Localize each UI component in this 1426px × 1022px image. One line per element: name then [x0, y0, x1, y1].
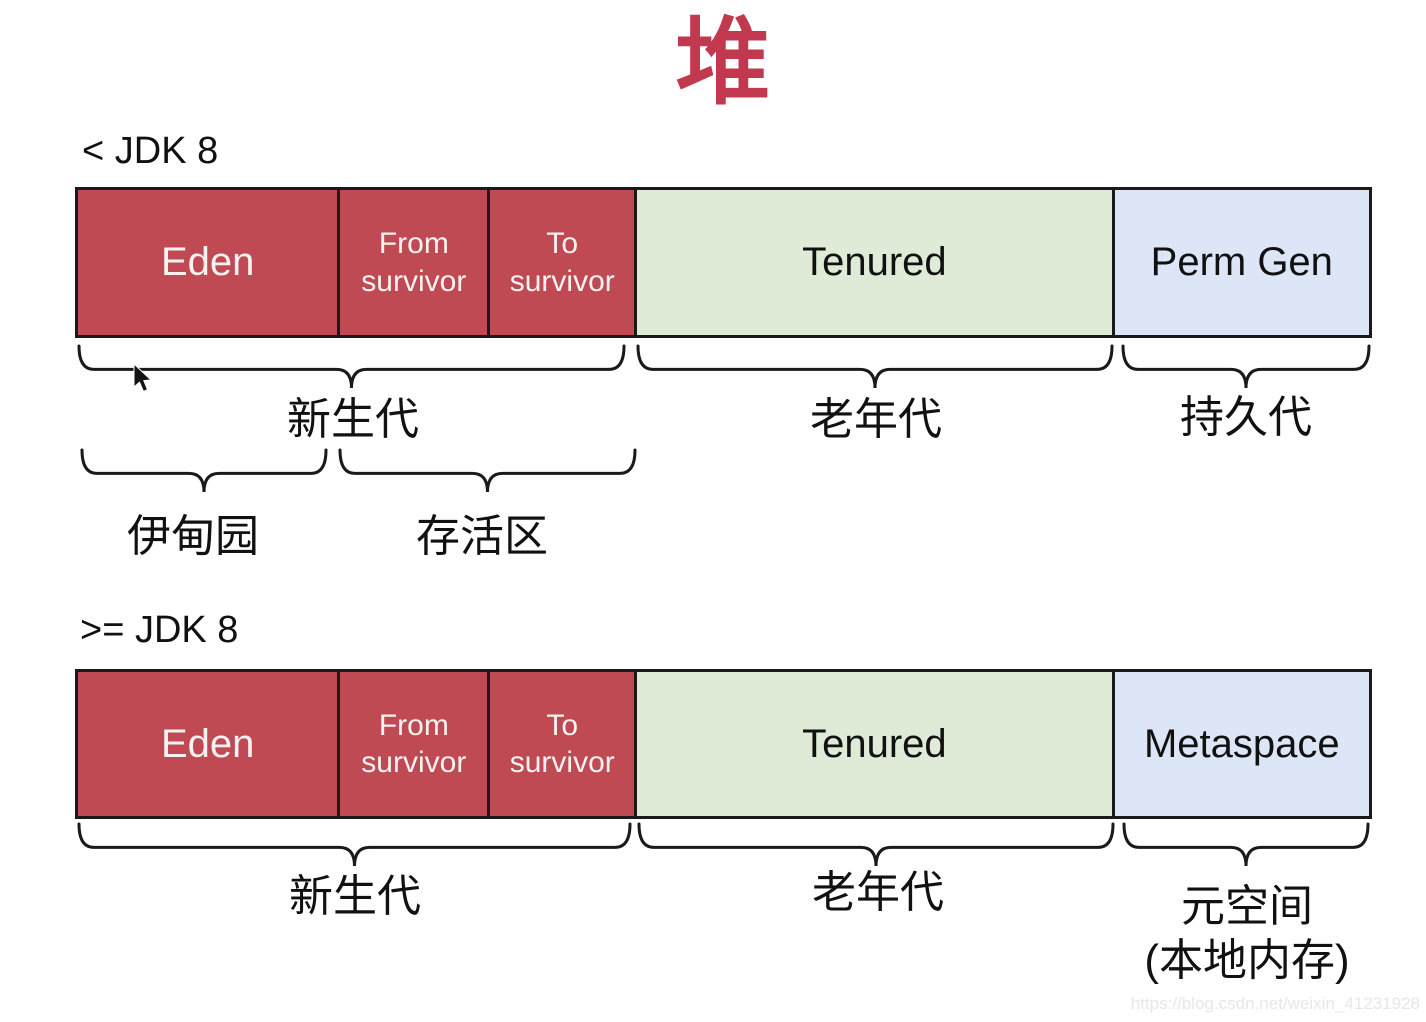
- label-metaspace-cn: 元空间: [1181, 882, 1313, 931]
- brace-young-gen-new: [77, 822, 632, 867]
- mouse-cursor-icon: [133, 363, 153, 393]
- segment-metaspace: Metaspace: [1111, 672, 1369, 816]
- label-metaspace-note: (本地内存): [1144, 936, 1350, 985]
- brace-old-gen-new: [637, 822, 1115, 867]
- heap-bar-jdk-old: Eden From survivor To survivor Tenured P…: [75, 187, 1372, 338]
- label-old-gen-new: 老年代: [812, 868, 944, 917]
- watermark: https://blog.csdn.net/weixin_41231928: [1130, 994, 1420, 1013]
- label-young-gen-old: 新生代: [287, 395, 419, 444]
- label-old-gen-old: 老年代: [810, 395, 942, 444]
- section-heading-jdk-old: < JDK 8: [82, 130, 219, 172]
- section-heading-jdk-new: >= JDK 8: [80, 609, 239, 651]
- segment-tenured: Tenured: [634, 190, 1112, 335]
- segment-tenured-new: Tenured: [634, 672, 1112, 816]
- segment-to-survivor-new: To survivor: [487, 672, 635, 816]
- label-young-gen-new: 新生代: [289, 872, 421, 921]
- label-eden-cn: 伊甸园: [127, 512, 259, 561]
- brace-perm-gen: [1121, 344, 1371, 389]
- brace-eden: [80, 448, 328, 493]
- brace-survivor: [338, 448, 637, 493]
- segment-perm-gen: Perm Gen: [1111, 190, 1369, 335]
- segment-to-survivor: To survivor: [487, 190, 635, 335]
- segment-eden-new: Eden: [78, 672, 338, 816]
- brace-old-gen-old: [636, 344, 1114, 389]
- segment-from-survivor-new: From survivor: [337, 672, 488, 816]
- brace-metaspace: [1122, 822, 1370, 867]
- label-perm-gen: 持久代: [1180, 393, 1312, 442]
- brace-young-gen-old: [77, 344, 626, 389]
- page-title: 堆: [675, 10, 771, 116]
- segment-eden: Eden: [78, 190, 338, 335]
- heap-bar-jdk-new: Eden From survivor To survivor Tenured M…: [75, 669, 1372, 819]
- segment-from-survivor: From survivor: [337, 190, 488, 335]
- label-survivor-cn: 存活区: [416, 512, 548, 561]
